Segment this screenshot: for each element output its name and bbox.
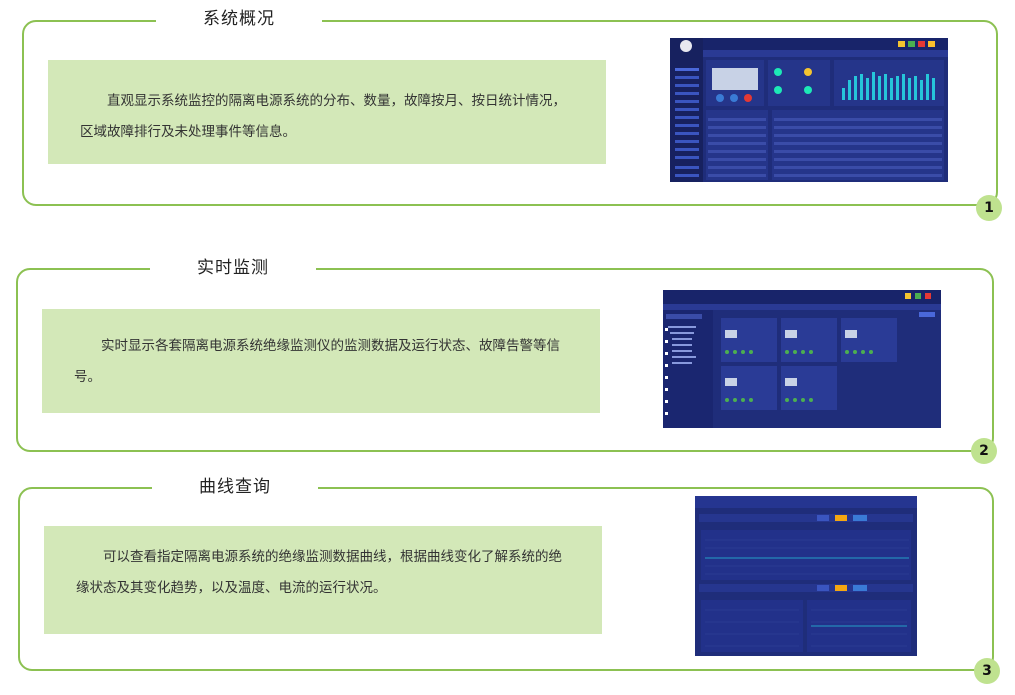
section-frame — [18, 487, 994, 671]
curve-query-screenshot — [695, 496, 917, 656]
section-frame — [22, 20, 998, 206]
section-description-box: 直观显示系统监控的隔离电源系统的分布、数量，故障按月、按日统计情况，区域故障排行… — [48, 60, 606, 164]
section-number-badge: 3 — [974, 658, 1000, 684]
section-realtime-monitor: 实时监测 实时显示各套隔离电源系统绝缘监测仪的监测数据及运行状态、故障告警等信号… — [16, 257, 997, 464]
section-frame — [16, 268, 994, 452]
section-description: 直观显示系统监控的隔离电源系统的分布、数量，故障按月、按日统计情况，区域故障排行… — [80, 93, 566, 140]
realtime-monitor-screenshot — [663, 290, 941, 428]
section-description-box: 实时显示各套隔离电源系统绝缘监测仪的监测数据及运行状态、故障告警等信号。 — [42, 309, 600, 413]
section-number-badge: 2 — [971, 438, 997, 464]
section-title: 实时监测 — [150, 257, 316, 281]
overview-dashboard-screenshot — [670, 38, 948, 182]
section-title: 系统概况 — [156, 8, 322, 32]
section-description-box: 可以查看指定隔离电源系统的绝缘监测数据曲线，根据曲线变化了解系统的绝缘状态及其变… — [44, 526, 602, 634]
section-description: 实时显示各套隔离电源系统绝缘监测仪的监测数据及运行状态、故障告警等信号。 — [74, 338, 560, 385]
section-description: 可以查看指定隔离电源系统的绝缘监测数据曲线，根据曲线变化了解系统的绝缘状态及其变… — [76, 549, 562, 596]
section-number-badge: 1 — [976, 195, 1002, 221]
section-title: 曲线查询 — [152, 476, 318, 500]
section-overview: 系统概况 直观显示系统监控的隔离电源系统的分布、数量，故障按月、按日统计情况，区… — [0, 0, 1015, 221]
